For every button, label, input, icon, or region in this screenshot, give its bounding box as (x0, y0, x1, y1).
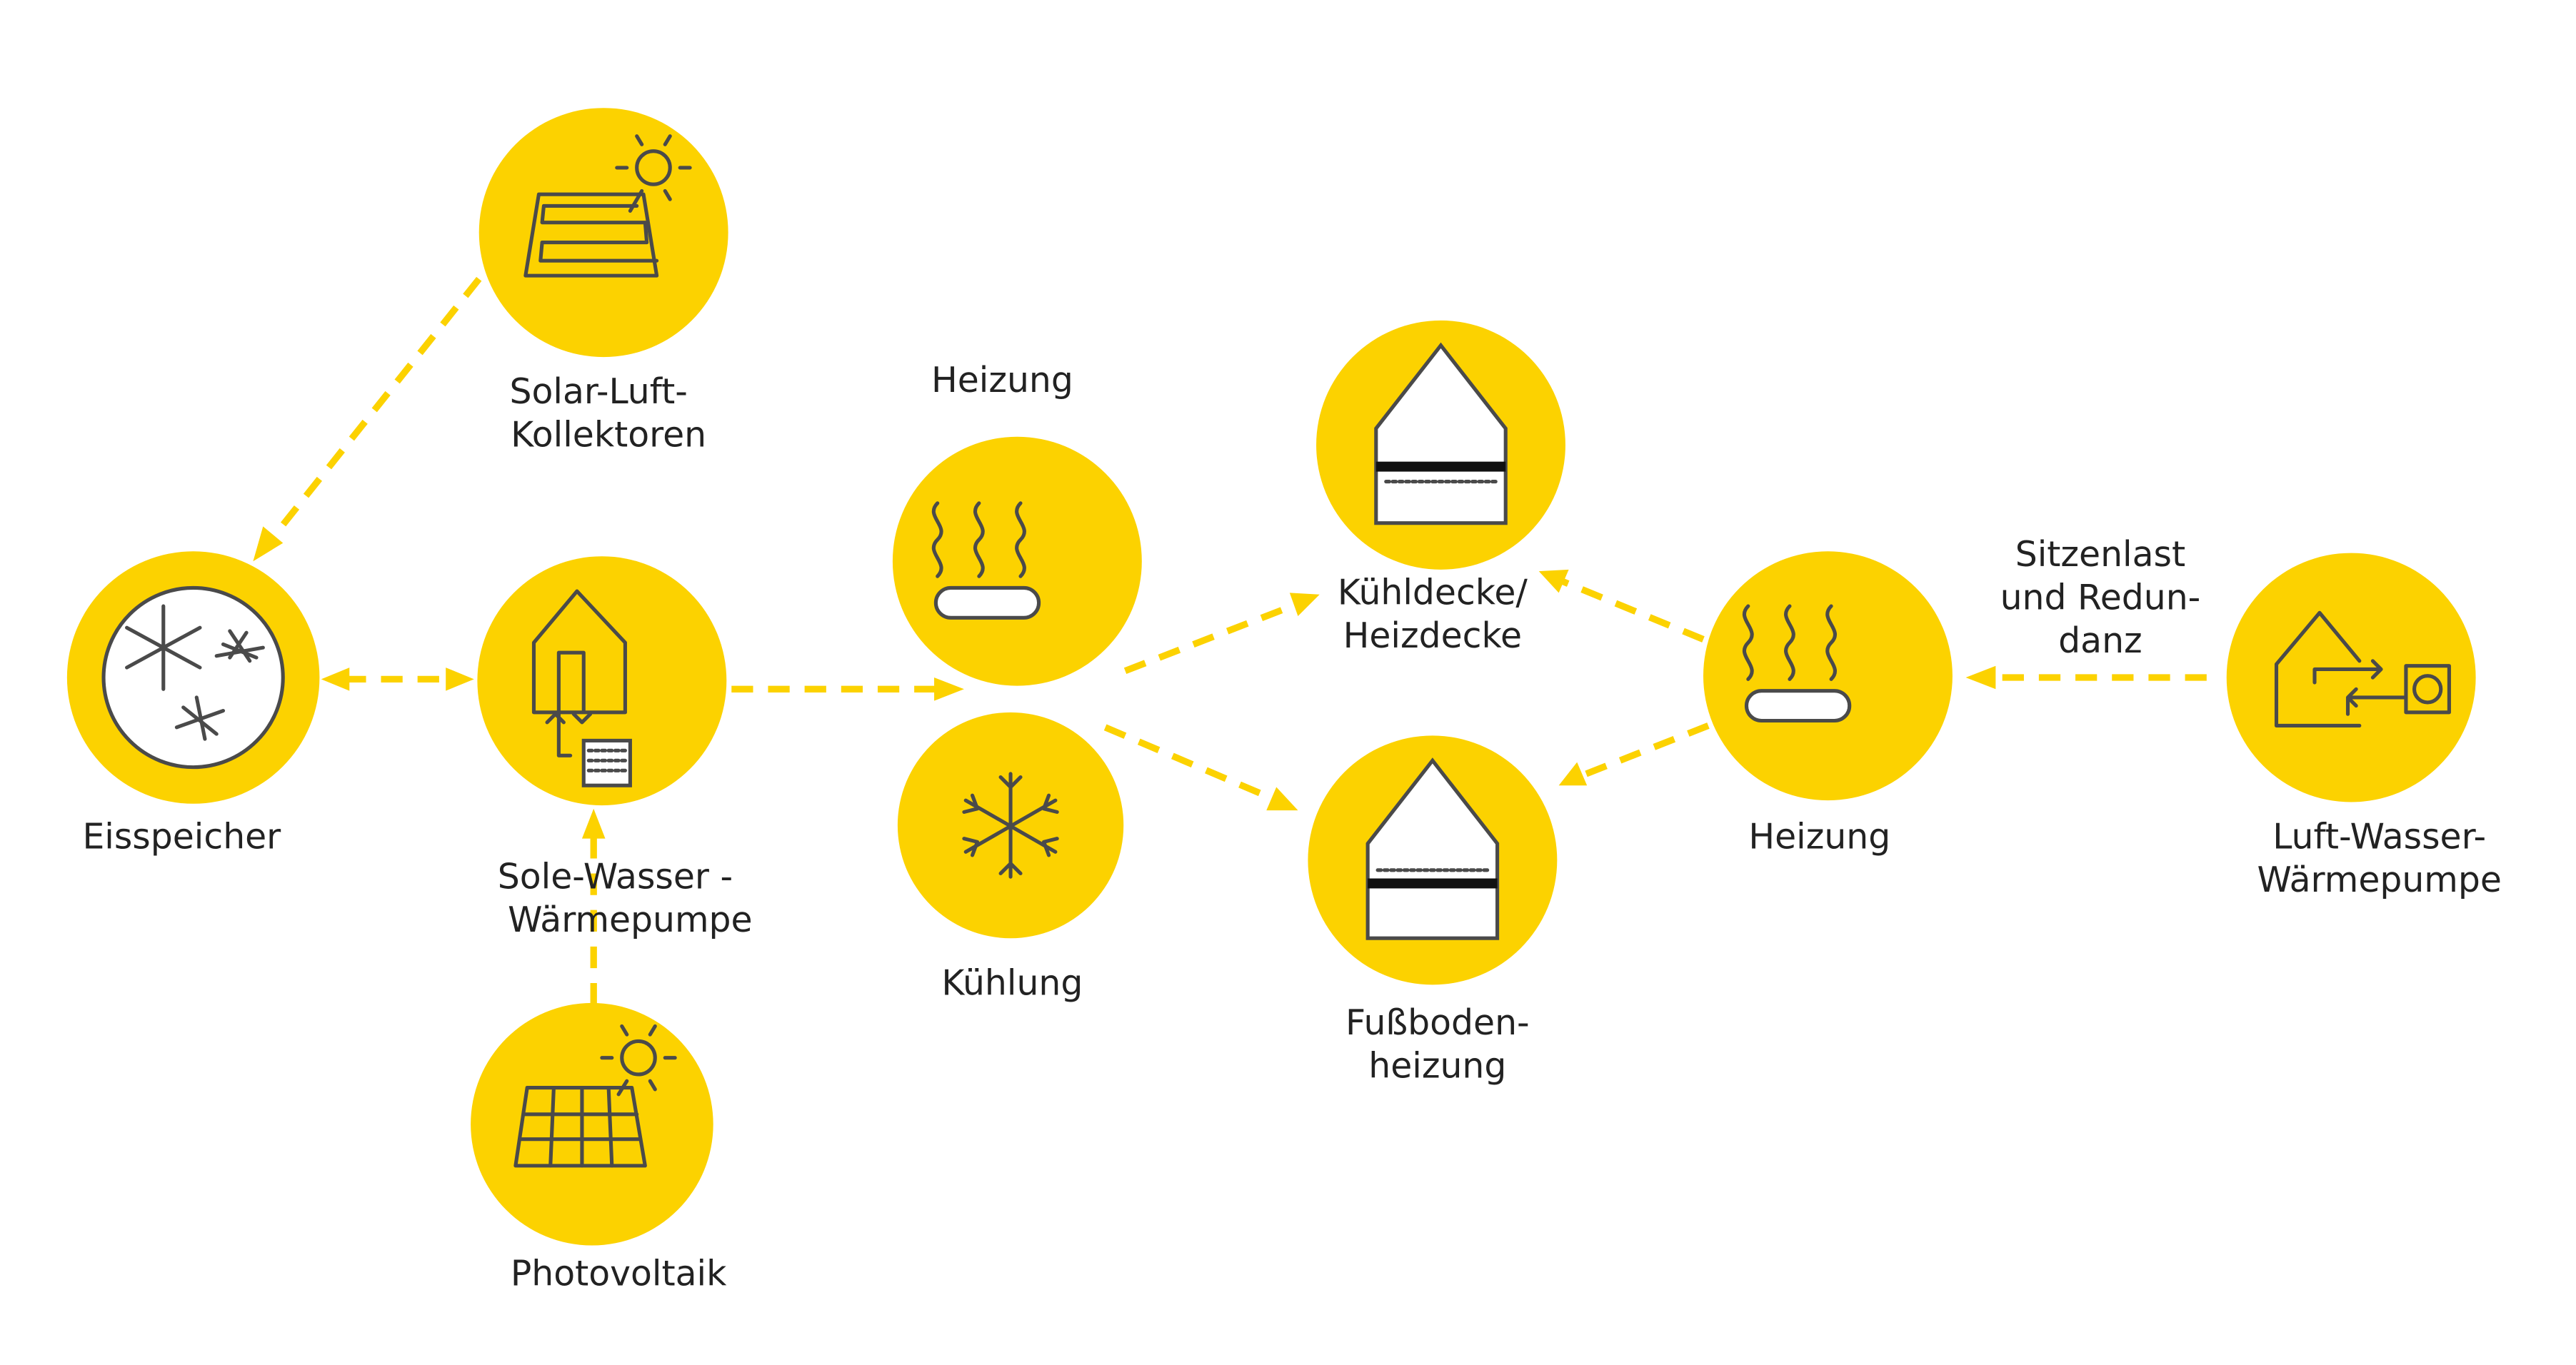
label-solar-line1: Solar-Luft- (510, 371, 688, 412)
node-kuehldecke-heizdecke: Kühldecke/ Heizdecke (1316, 320, 1565, 656)
label-kuehldecke-line1: Kühldecke/ (1338, 573, 1528, 613)
node-kuehlung: Kühlung (897, 712, 1124, 1003)
label-luft-line1: Luft-Wasser- (2272, 817, 2486, 857)
flow-to-fussboden (1103, 724, 1298, 811)
flow-to-kuehldecke (1123, 593, 1320, 675)
node-sole-wasser-waermepumpe: Sole-Wasser - Wärmepumpe (477, 556, 753, 940)
label-eisspeicher: Eisspeicher (82, 817, 281, 857)
node-fussbodenheizung: Fußboden- heizung (1308, 735, 1558, 1087)
solar-collector-icon (523, 134, 692, 278)
label-solar-line2: Kollektoren (511, 415, 706, 455)
floor-heating-house-icon (1365, 757, 1500, 940)
photovoltaic-panel-icon (513, 1024, 677, 1168)
flow-pv-to-sole (581, 808, 606, 1005)
label-kuehldecke-line2: Heizdecke (1343, 615, 1522, 656)
flow-sole-to-heizung-kuehlung (731, 678, 964, 701)
node-solar-luft-kollektoren: Solar-Luft- Kollektoren (478, 108, 728, 455)
flow-luft-to-heizung (1965, 665, 2207, 690)
annotation-line1: Sitzenlast (2015, 534, 2185, 575)
brine-heat-pump-house-icon (531, 589, 632, 787)
label-fussboden-line2: heizung (1368, 1046, 1506, 1087)
label-heizung-center: Heizung (931, 360, 1073, 401)
label-kuehlung: Kühlung (941, 962, 1083, 1003)
flow-eisspeicher-sole-bidirectional (321, 668, 474, 691)
label-sole-line2: Wärmepumpe (508, 900, 752, 940)
ceiling-panel-house-icon (1374, 342, 1508, 525)
node-photovoltaik: Photovoltaik (471, 1002, 727, 1294)
label-photovoltaik: Photovoltaik (511, 1253, 727, 1294)
label-luft-line2: Wärmepumpe (2257, 860, 2501, 900)
label-heizung-right: Heizung (1748, 817, 1890, 857)
label-sole-line1: Sole-Wasser - (498, 856, 733, 897)
annotation-line3: danz (2058, 620, 2143, 661)
flow-heizung-to-fussboden (1558, 722, 1710, 786)
node-heizung-center: Heizung (892, 360, 1142, 686)
node-heizung-right: Heizung (1703, 551, 1953, 857)
node-eisspeicher: Eisspeicher (66, 551, 320, 857)
air-water-heat-pump-icon (2274, 610, 2451, 728)
snowflake-icon (962, 772, 1059, 879)
ice-storage-snowflakes-icon (125, 604, 265, 741)
label-fussboden-line1: Fußboden- (1345, 1002, 1530, 1043)
flow-solar-to-eisspeicher (253, 276, 482, 562)
annotation-line2: und Redun- (2000, 578, 2201, 618)
node-luft-wasser-waermepumpe: Luft-Wasser- Wärmepumpe (2226, 553, 2502, 900)
annotation-redundanz: Sitzenlast und Redun- danz (2000, 534, 2201, 661)
flow-heizung-to-kuehldecke (1538, 569, 1705, 643)
